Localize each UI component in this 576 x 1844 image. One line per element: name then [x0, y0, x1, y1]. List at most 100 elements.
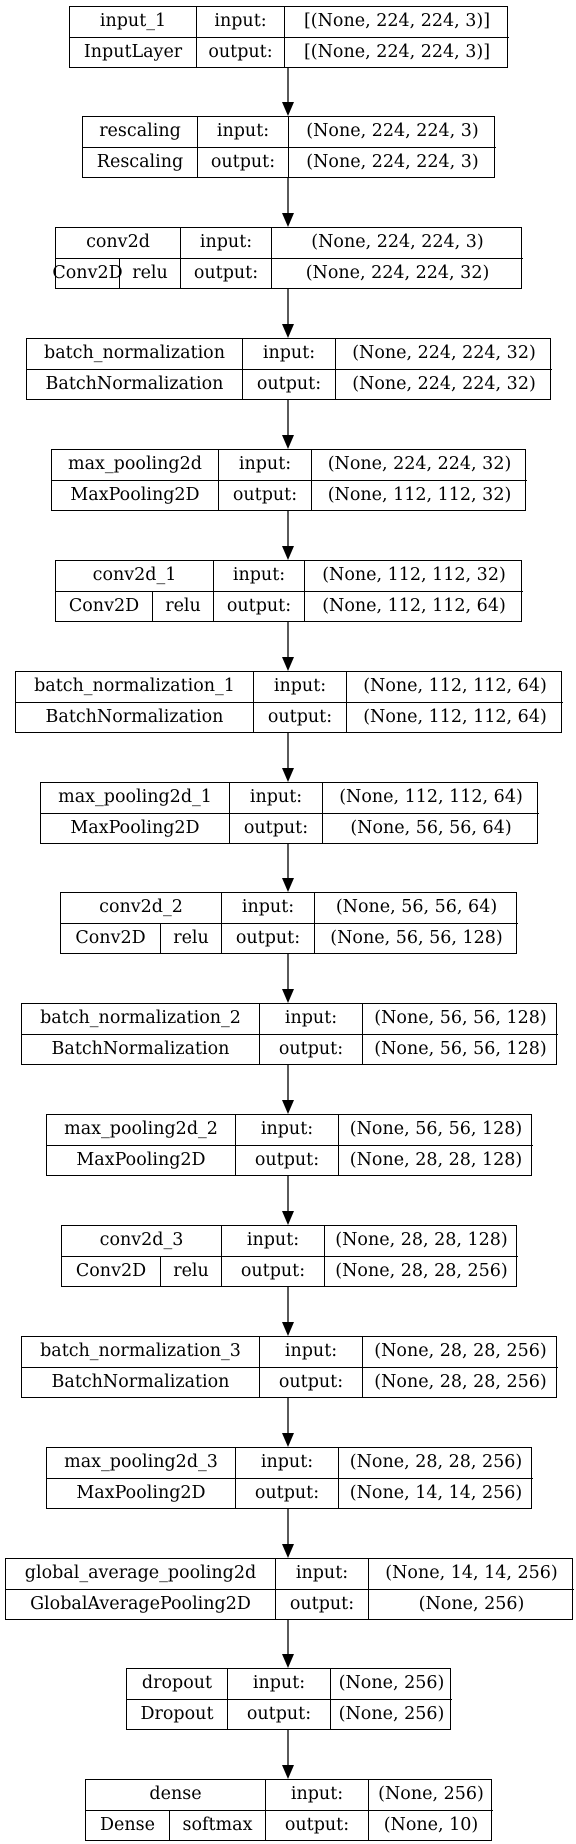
input-shape: (None, 112, 112, 64) [322, 783, 539, 813]
input-shape: (None, 56, 56, 128) [362, 1004, 558, 1034]
input-label: input: [227, 1669, 330, 1699]
output-shape: (None, 224, 224, 3) [288, 147, 496, 177]
input-shape: (None, 56, 56, 128) [338, 1115, 533, 1145]
input-label: input: [275, 1559, 368, 1589]
input-shape: (None, 112, 112, 32) [304, 561, 523, 591]
edge-arrowhead [282, 546, 294, 560]
output-shape: (None, 10) [368, 1810, 493, 1840]
edge-arrowhead [282, 1433, 294, 1447]
output-shape: (None, 224, 224, 32) [335, 369, 552, 399]
edge-arrowhead [282, 1654, 294, 1668]
input-label: input: [180, 228, 271, 258]
input-label: input: [197, 117, 288, 147]
edge-arrowhead [282, 102, 294, 116]
output-label: output: [218, 480, 311, 510]
output-label: output: [235, 1478, 338, 1508]
layer-name: dropout [141, 1673, 213, 1694]
input-shape: (None, 224, 224, 32) [311, 450, 527, 480]
output-shape: (None, 56, 56, 128) [362, 1034, 558, 1064]
input-label: input: [265, 1780, 368, 1810]
edge-arrowhead [282, 324, 294, 338]
output-label: output: [227, 1699, 330, 1729]
output-label: output: [265, 1810, 368, 1840]
output-shape: (None, 14, 14, 256) [338, 1478, 533, 1508]
layer-type: MaxPooling2D [41, 813, 229, 843]
input-shape: (None, 56, 56, 64) [314, 893, 518, 923]
input-label: input: [229, 783, 322, 813]
activation: relu [160, 923, 221, 953]
layer-type: MaxPooling2D [47, 1145, 235, 1175]
activation: relu [119, 258, 180, 288]
layer-name: max_pooling2d [68, 454, 202, 475]
layer-type: BatchNormalization [22, 1367, 259, 1397]
layer-type: Conv2D [52, 258, 123, 288]
activation: relu [152, 591, 213, 621]
output-label: output: [275, 1589, 368, 1619]
layer-name: batch_normalization [44, 343, 225, 364]
output-shape: (None, 28, 28, 256) [362, 1367, 558, 1397]
layer-type: MaxPooling2D [52, 480, 218, 510]
output-shape: (None, 256) [368, 1589, 574, 1619]
edge-arrowhead [282, 768, 294, 782]
input-shape: (None, 28, 28, 128) [324, 1226, 518, 1256]
layer-name: batch_normalization_3 [40, 1341, 241, 1362]
output-label: output: [242, 369, 335, 399]
activation: softmax [169, 1810, 265, 1840]
input-shape: (None, 28, 28, 256) [338, 1448, 533, 1478]
output-label: output: [259, 1034, 362, 1064]
input-shape: (None, 28, 28, 256) [362, 1337, 558, 1367]
input-shape: (None, 224, 224, 32) [335, 339, 552, 369]
input-label: input: [196, 7, 284, 37]
layer-type: BatchNormalization [27, 369, 242, 399]
edge-arrowhead [282, 657, 294, 671]
output-shape: (None, 28, 28, 256) [324, 1256, 518, 1286]
edge-arrowhead [282, 1765, 294, 1779]
output-label: output: [221, 1256, 324, 1286]
output-label: output: [221, 923, 314, 953]
activation: relu [160, 1256, 221, 1286]
output-label: output: [253, 702, 346, 732]
output-shape: (None, 112, 112, 64) [346, 702, 563, 732]
output-shape: (None, 112, 112, 64) [304, 591, 523, 621]
layer-type: Dense [86, 1810, 169, 1840]
input-label: input: [213, 561, 304, 591]
input-shape: [(None, 224, 224, 3)] [284, 7, 509, 37]
layer-type: BatchNormalization [16, 702, 253, 732]
input-shape: (None, 14, 14, 256) [368, 1559, 574, 1589]
layer-type: InputLayer [70, 37, 196, 67]
edge-arrowhead [282, 435, 294, 449]
input-shape: (None, 256) [368, 1780, 493, 1810]
output-shape: [(None, 224, 224, 3)] [284, 37, 509, 67]
layer-name: max_pooling2d_3 [64, 1452, 218, 1473]
output-label: output: [235, 1145, 338, 1175]
output-shape: (None, 112, 112, 32) [311, 480, 527, 510]
output-label: output: [259, 1367, 362, 1397]
layer-box-rescaling: rescaling input:(None, 224, 224, 3) Rescal… [82, 116, 496, 178]
layer-name: rescaling [99, 121, 181, 142]
layer-name: conv2d_2 [99, 897, 183, 918]
layer-type: Rescaling [83, 147, 197, 177]
input-shape: (None, 224, 224, 3) [288, 117, 496, 147]
edge-arrowhead [282, 1544, 294, 1558]
input-label: input: [253, 672, 346, 702]
output-label: output: [196, 37, 284, 67]
input-shape: (None, 224, 224, 3) [271, 228, 523, 258]
layer-type: Dropout [127, 1699, 227, 1729]
layer-box-batch_normalization: batch_normalization input:(None, 224, 224… [26, 338, 552, 400]
layer-name: conv2d_1 [92, 565, 177, 586]
layer-name: max_pooling2d_2 [64, 1119, 218, 1140]
input-label: input: [242, 339, 335, 369]
input-label: input: [259, 1004, 362, 1034]
layer-name: input_1 [99, 11, 167, 32]
output-shape: (None, 224, 224, 32) [271, 258, 523, 288]
